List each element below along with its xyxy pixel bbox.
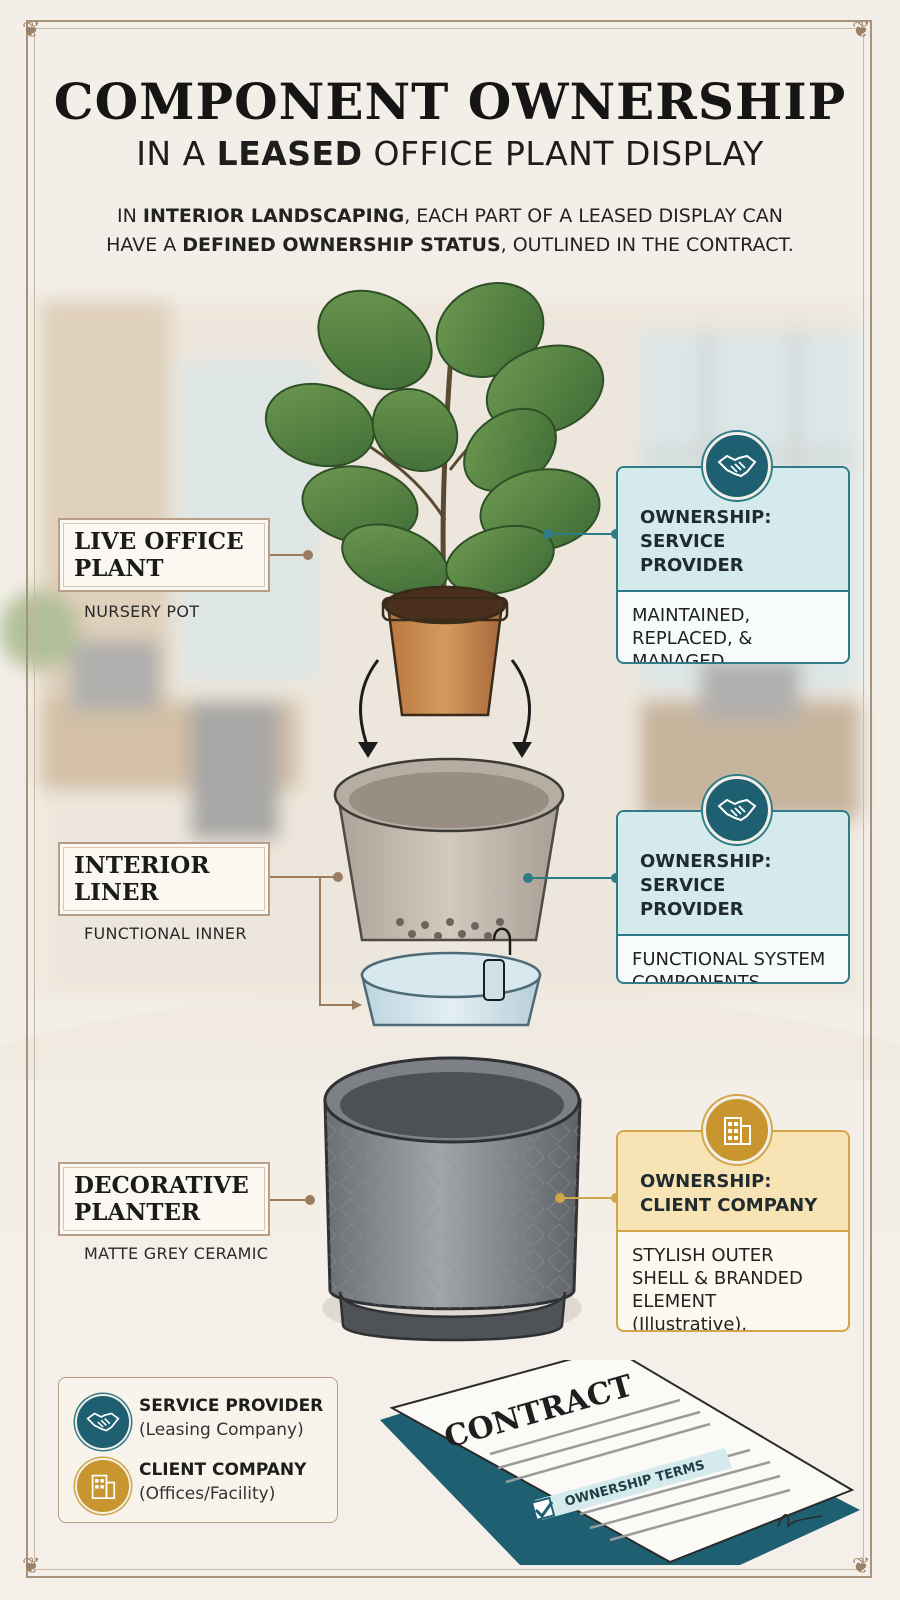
plant-leaves (264, 282, 605, 611)
intro-part: , EACH PART OF A LEASED DISPLAY CAN HAVE… (106, 205, 783, 256)
checkbox-icon (530, 1496, 556, 1522)
intro-bold: INTERIOR LANDSCAPING (142, 205, 405, 227)
intro-text: IN INTERIOR LANDSCAPING, EACH PART OF A … (100, 202, 800, 260)
handshake-icon (703, 432, 771, 500)
assembly-arrows (359, 659, 531, 749)
handshake-icon (703, 776, 771, 844)
nursery-pot (381, 585, 509, 717)
legend-client-sub: (Offices/Facility) (139, 1484, 276, 1504)
corner-ornament-icon: ❦ (852, 18, 871, 43)
page-title: COMPONENT OWNERSHIP (53, 72, 847, 131)
owner-title: OWNERSHIP: SERVICE PROVIDER (618, 468, 848, 592)
label-sub-nursery-pot: NURSERY POT (84, 602, 200, 621)
owner-body: STYLISH OUTER SHELL & BRANDED ELEMENT (I… (632, 1245, 803, 1332)
subtitle-bold: LEASED (216, 134, 363, 173)
label-interior-liner: INTERIOR LINER (58, 842, 270, 916)
building-icon (703, 1096, 771, 1164)
legend-provider-title: SERVICE PROVIDER (139, 1396, 324, 1416)
building-icon (75, 1458, 131, 1514)
subtitle-suffix: OFFICE PLANT DISPLAY (373, 134, 764, 173)
intro-part: , OUTLINED IN THE CONTRACT. (500, 234, 794, 256)
outer-frame (26, 20, 872, 1578)
label-live-office-plant: LIVE OFFICE PLANT (58, 518, 270, 592)
owner-title: OWNERSHIP: CLIENT COMPANY (618, 1132, 848, 1232)
intro-part: IN (117, 205, 137, 227)
water-reservoir-tray (360, 927, 542, 1027)
legend: SERVICE PROVIDER (Leasing Company) CLIEN… (58, 1377, 338, 1523)
owner-card-planter: OWNERSHIP: CLIENT COMPANY STYLISH OUTER … (616, 1130, 850, 1332)
owner-connectors (528, 533, 616, 1199)
decorative-planter (322, 1056, 582, 1342)
legend-provider-sub: (Leasing Company) (139, 1420, 304, 1440)
corner-ornament-icon: ❦ (22, 18, 41, 43)
contract-document: CONTRACT OWNERSHIP TERMS (380, 1360, 860, 1565)
legend-client-title: CLIENT COMPANY (139, 1460, 307, 1480)
corner-ornament-icon: ❦ (22, 1554, 41, 1579)
label-connectors (270, 554, 352, 1201)
label-sub-functional-inner: FUNCTIONAL INNER (84, 924, 247, 943)
checkmark-icon (534, 1501, 554, 1519)
page-subtitle: IN A LEASED OFFICE PLANT DISPLAY (0, 134, 900, 173)
owner-body: FUNCTIONAL SYSTEM COMPONENTS. (632, 949, 826, 984)
signature-icon (777, 1514, 823, 1529)
owner-body: MAINTAINED, REPLACED, & MANAGED. (632, 605, 753, 664)
label-sub-matte-grey-ceramic: MATTE GREY CERAMIC (84, 1244, 269, 1263)
corner-ornament-icon: ❦ (852, 1554, 871, 1579)
label-decorative-planter: DECORATIVE PLANTER (58, 1162, 270, 1236)
inner-frame (34, 28, 864, 1570)
interior-liner (333, 757, 565, 942)
owner-card-plant: OWNERSHIP: SERVICE PROVIDER MAINTAINED, … (616, 466, 850, 664)
handshake-icon (75, 1394, 131, 1450)
subtitle-prefix: IN A (136, 134, 206, 173)
intro-bold: DEFINED OWNERSHIP STATUS (182, 234, 501, 256)
